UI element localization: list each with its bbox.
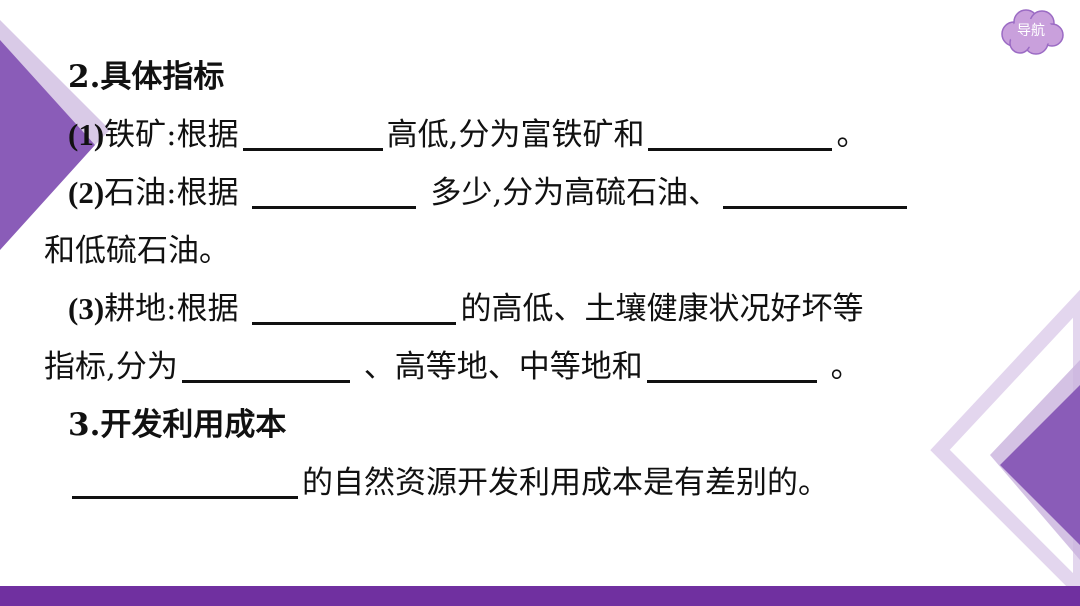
iron-mid-text: 高低,分为富铁矿和 [386, 117, 645, 153]
item-number: (2) [68, 175, 105, 210]
fill-blank[interactable] [72, 462, 298, 499]
cost-text: 的自然资源开发利用成本是有差别的。 [302, 465, 829, 501]
fill-blank[interactable] [723, 172, 908, 209]
heading-specific-indicators: 2.具体指标 [68, 59, 225, 95]
fill-blank[interactable] [252, 288, 457, 325]
oil-line: (2)石油:根据 多少,分为高硫石油、 [44, 164, 1014, 222]
oil-line-continued: 和低硫石油。 [44, 233, 230, 269]
oil-mid-text: 多少,分为高硫石油、 [430, 175, 720, 211]
nav-button[interactable]: 导航 [996, 6, 1066, 56]
iron-line: (1)铁矿:根据 高低,分为富铁矿和 。 [44, 106, 1014, 164]
land-cont-mid-text: 、高等地、中等地和 [363, 349, 643, 385]
right-dark-triangle [1000, 385, 1080, 545]
left-dark-triangle [0, 40, 95, 250]
iron-end-text: 。 [836, 117, 868, 153]
land-cont-pre-text: 指标,分为 [44, 349, 178, 385]
content-area: 2.具体指标 (1)铁矿:根据高低,分为富铁矿和。 (2)石油:根据 多少,分为… [44, 48, 1014, 512]
cost-line: 的自然资源开发利用成本是有差别的。 [44, 454, 1014, 512]
oil-pre-text: 石油:根据 [104, 175, 239, 211]
land-end-text: 。 [830, 349, 862, 385]
right-outline-triangle [930, 289, 1080, 600]
nav-label: 导航 [1017, 23, 1045, 39]
fill-blank[interactable] [242, 114, 383, 151]
cloud-icon [1001, 9, 1064, 55]
land-line: (3)耕地:根据 的高低、土壤健康状况好坏等 [44, 280, 1014, 338]
land-mid-text: 的高低、土壤健康状况好坏等 [460, 291, 864, 327]
iron-pre-text: 铁矿:根据 [104, 117, 239, 153]
land-pre-text: 耕地:根据 [104, 291, 239, 327]
land-line-continued: 指标,分为 、高等地、中等地和 。 [44, 338, 1014, 396]
fill-blank[interactable] [648, 114, 833, 151]
heading-development-cost: 3.开发利用成本 [68, 407, 287, 443]
bottom-accent-bar [0, 586, 1080, 606]
item-number: (3) [68, 291, 105, 326]
item-number: (1) [68, 117, 105, 152]
fill-blank[interactable] [181, 346, 350, 383]
fill-blank[interactable] [646, 346, 817, 383]
fill-blank[interactable] [252, 172, 417, 209]
